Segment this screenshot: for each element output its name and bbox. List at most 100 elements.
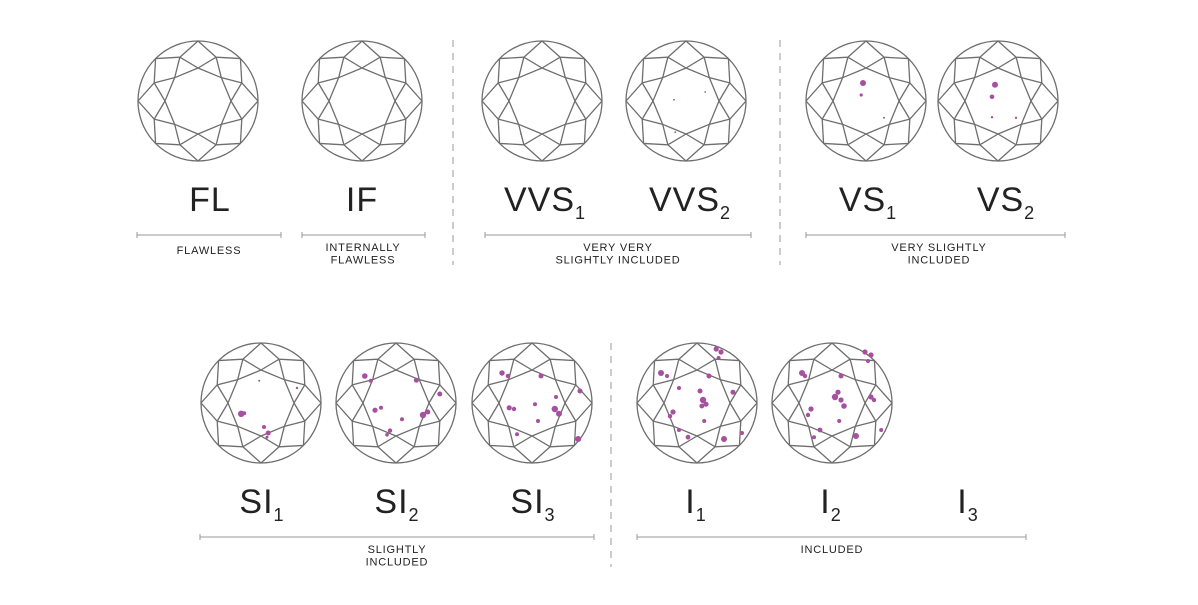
inclusion-dot (437, 391, 443, 397)
crown-facets (805, 40, 927, 162)
inclusion-dot (704, 91, 707, 93)
inclusion-dot (805, 412, 811, 418)
group-label-line: INCLUDED (366, 557, 429, 569)
inclusion-dot (685, 434, 691, 440)
inclusion-dot (425, 409, 431, 415)
inclusion-dot (1014, 116, 1018, 120)
group-label-line: INCLUDED (908, 255, 971, 267)
inclusion-dot (853, 433, 859, 439)
inclusion-dot (883, 116, 885, 119)
inclusion-dot (670, 409, 676, 415)
crown-facets (137, 40, 259, 162)
inclusion-dot (862, 349, 868, 355)
inclusion-dot (265, 435, 269, 439)
inclusion-dot (258, 379, 261, 382)
diamond-vvs1 (481, 40, 603, 162)
inclusion-dot (992, 81, 998, 88)
grade-subscript: 2 (831, 505, 842, 525)
inclusion-dot (265, 430, 271, 436)
inclusion-dot (372, 407, 378, 413)
grade-main: I (957, 483, 967, 521)
grade-main: VVS (504, 181, 575, 219)
diamond-i2 (771, 342, 893, 464)
grade-main: VVS (649, 181, 720, 219)
grade-label-vs1: VS1 (839, 181, 897, 223)
inclusion-dot (808, 406, 814, 412)
grade-label-vs2: VS2 (977, 181, 1035, 223)
inclusion-dot (860, 80, 866, 86)
inclusion-dot (554, 395, 558, 399)
diamond-si3 (471, 342, 593, 464)
table-facet (227, 369, 295, 437)
inclusion-dot (506, 405, 512, 411)
grade-label-if: IF (346, 181, 378, 219)
inclusion-dot (838, 373, 844, 379)
diamond-vs2 (937, 40, 1059, 162)
crown-facets (200, 342, 322, 464)
grade-main: VS (839, 181, 886, 219)
inclusion-dot (868, 394, 874, 400)
group-included: INCLUDED (636, 534, 1027, 556)
grade-subscript: 1 (274, 505, 285, 525)
inclusion-dot (699, 396, 707, 404)
grade-subscript: 1 (575, 203, 586, 223)
crown-facets (481, 40, 603, 162)
inclusion-dot (837, 419, 842, 423)
grade-subscript: 3 (545, 505, 556, 525)
inclusion-dot (665, 374, 669, 378)
inclusion-dot (740, 431, 744, 435)
table-facet (164, 67, 232, 135)
inclusion-dot (716, 356, 721, 360)
inclusion-dot (658, 370, 664, 376)
group-label-line: SLIGHTLY (368, 544, 427, 556)
grade-main: SI (510, 483, 544, 521)
inclusion-dot (718, 349, 724, 355)
grade-label-si3: SI3 (510, 483, 555, 525)
inclusion-dot (677, 386, 681, 390)
inclusion-dot (520, 133, 522, 135)
grade-label-vvs1: VVS1 (504, 181, 586, 223)
grade-main: I (820, 483, 830, 521)
diamond-i1 (636, 342, 758, 464)
grade-label-fl: FL (189, 181, 231, 219)
inclusion-dot (385, 433, 389, 437)
inclusion-dot (515, 432, 519, 437)
inclusion-dot (730, 389, 736, 395)
table-facet (508, 67, 576, 135)
inclusion-dot (868, 352, 874, 358)
inclusion-dot (511, 406, 517, 412)
inclusion-dot (505, 373, 511, 379)
inclusion-dot (556, 410, 562, 417)
inclusion-dot (859, 93, 863, 97)
crown-facets (335, 342, 457, 464)
table-facet (832, 67, 900, 135)
inclusion-dot (667, 414, 673, 419)
grade-label-vvs2: VVS2 (649, 181, 731, 223)
group-label-line: VERY VERY (583, 242, 653, 254)
diamond-vs1 (805, 40, 927, 162)
inclusion-dot (697, 388, 703, 394)
inclusion-dot (575, 436, 582, 442)
inclusion-dot (802, 373, 808, 379)
inclusion-dot (879, 428, 884, 432)
table-facet (663, 369, 731, 437)
inclusion-dot (871, 397, 877, 403)
grade-subscript: 3 (968, 505, 979, 525)
inclusion-dot (721, 436, 727, 442)
crown-facets (301, 40, 423, 162)
inclusion-dot (242, 411, 247, 416)
group-label-line: INCLUDED (801, 544, 864, 556)
grade-subscript: 2 (409, 505, 420, 525)
diamond-fl (137, 40, 259, 162)
inclusion-dot (262, 425, 266, 429)
inclusion-dot (577, 388, 583, 394)
table-facet (652, 67, 720, 135)
grade-subscript: 2 (1024, 203, 1035, 223)
inclusion-dot (677, 428, 681, 432)
inclusion-dot (702, 419, 707, 423)
inclusion-dot (413, 377, 419, 383)
